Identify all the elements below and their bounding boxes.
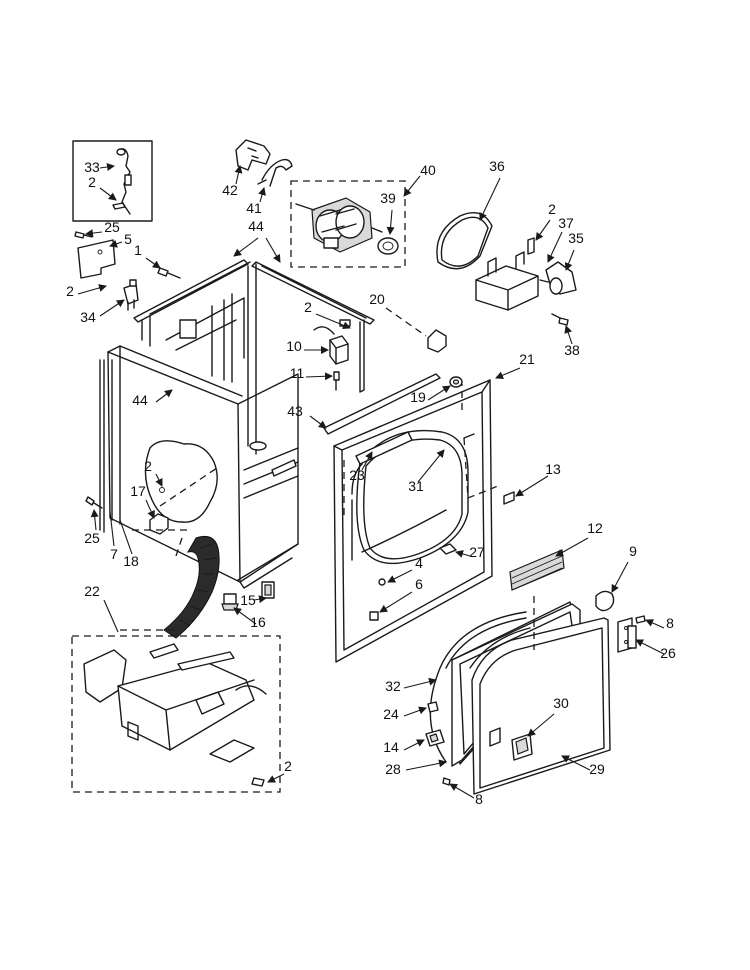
callout-numbers: 3322551234424144403936237353820210112119… <box>66 158 676 807</box>
callout-c30: 30 <box>553 695 569 711</box>
callout-c5: 5 <box>124 231 132 247</box>
callout-c18: 18 <box>123 553 139 569</box>
vent-grille-12 <box>509 549 565 591</box>
callout-c28: 28 <box>385 761 401 777</box>
callout-c9: 9 <box>629 543 637 559</box>
bracket-5 <box>77 239 116 279</box>
callout-c44b: 44 <box>132 392 148 408</box>
part-15 <box>261 581 275 599</box>
callout-c2d: 2 <box>304 299 312 315</box>
callout-c25b: 25 <box>84 530 100 546</box>
callout-c16: 16 <box>250 614 266 630</box>
callout-c1: 1 <box>134 242 142 258</box>
callout-c40: 40 <box>420 162 436 178</box>
callout-c33: 33 <box>84 159 100 175</box>
callout-c6: 6 <box>415 576 423 592</box>
idler-pulley-35 <box>539 261 577 295</box>
sensor-10 <box>313 319 351 365</box>
screw-25-top <box>74 231 93 239</box>
screw-38 <box>551 313 569 326</box>
callout-c31: 31 <box>408 478 424 494</box>
screw-25-lower <box>85 496 103 509</box>
callout-c29: 29 <box>589 761 605 777</box>
callout-c44a: 44 <box>248 218 264 234</box>
switch-34 <box>123 279 139 311</box>
callout-c22: 22 <box>84 583 100 599</box>
callout-c39: 39 <box>380 190 396 206</box>
callout-c19: 19 <box>410 389 426 405</box>
callout-c24: 24 <box>383 706 399 722</box>
screw-1 <box>157 267 181 279</box>
callout-c43: 43 <box>287 403 303 419</box>
callout-c2e: 2 <box>144 458 152 474</box>
callout-c8a: 8 <box>666 615 674 631</box>
seal-43 <box>323 373 441 435</box>
inset-box-thermal-fuse <box>72 140 153 222</box>
callout-c41: 41 <box>246 200 262 216</box>
callout-c26: 26 <box>660 645 676 661</box>
hinge-26 <box>617 617 637 653</box>
front-panel-21 <box>333 379 493 663</box>
callout-c2a: 2 <box>88 174 96 190</box>
outer-door-29 <box>471 617 611 795</box>
callout-c11: 11 <box>290 365 305 381</box>
callout-c25a: 25 <box>104 219 120 235</box>
callout-c13: 13 <box>545 461 561 477</box>
callout-c36: 36 <box>489 158 505 174</box>
leveling-leg-16 <box>221 593 239 611</box>
part-19 <box>449 376 463 388</box>
callout-c42: 42 <box>222 182 238 198</box>
callout-c37: 37 <box>558 215 574 231</box>
callout-c2b: 2 <box>66 283 74 299</box>
clip-41 <box>257 158 293 187</box>
callout-c17: 17 <box>130 483 146 499</box>
callout-c7: 7 <box>110 546 118 562</box>
callout-c32: 32 <box>385 678 401 694</box>
burner-assembly-box-22 <box>71 635 281 793</box>
callout-c8b: 8 <box>475 791 483 807</box>
callout-c14: 14 <box>383 739 399 755</box>
callout-c21: 21 <box>519 351 535 367</box>
callout-c23: 23 <box>349 467 365 483</box>
strike-14 <box>425 729 445 747</box>
callout-c35: 35 <box>568 230 584 246</box>
latch-24 <box>427 701 439 713</box>
leader-lines <box>77 163 665 799</box>
motor-assembly-box <box>290 180 406 268</box>
callout-c20: 20 <box>369 291 385 307</box>
handle-30 <box>489 727 533 761</box>
screw-8-hinge <box>635 615 646 624</box>
part-20 <box>427 329 447 353</box>
callout-c38: 38 <box>564 342 580 358</box>
callout-c12: 12 <box>587 520 603 536</box>
clip-13 <box>503 491 515 505</box>
callout-c2f: 2 <box>284 758 292 774</box>
callout-c2c: 2 <box>548 201 556 217</box>
screw-8-door <box>442 777 451 786</box>
drive-belt-36 <box>436 212 493 270</box>
cabinet-44 <box>99 259 375 589</box>
exhaust-hose <box>163 535 220 639</box>
callout-c10: 10 <box>286 338 302 354</box>
screw-11 <box>333 371 340 391</box>
cap-9 <box>595 590 615 612</box>
callout-c34: 34 <box>80 309 96 325</box>
callout-c15: 15 <box>240 592 256 608</box>
callout-c4: 4 <box>415 555 423 571</box>
bracket-42 <box>235 139 271 171</box>
idler-bracket-37 <box>475 237 539 311</box>
callout-c27: 27 <box>469 544 485 560</box>
